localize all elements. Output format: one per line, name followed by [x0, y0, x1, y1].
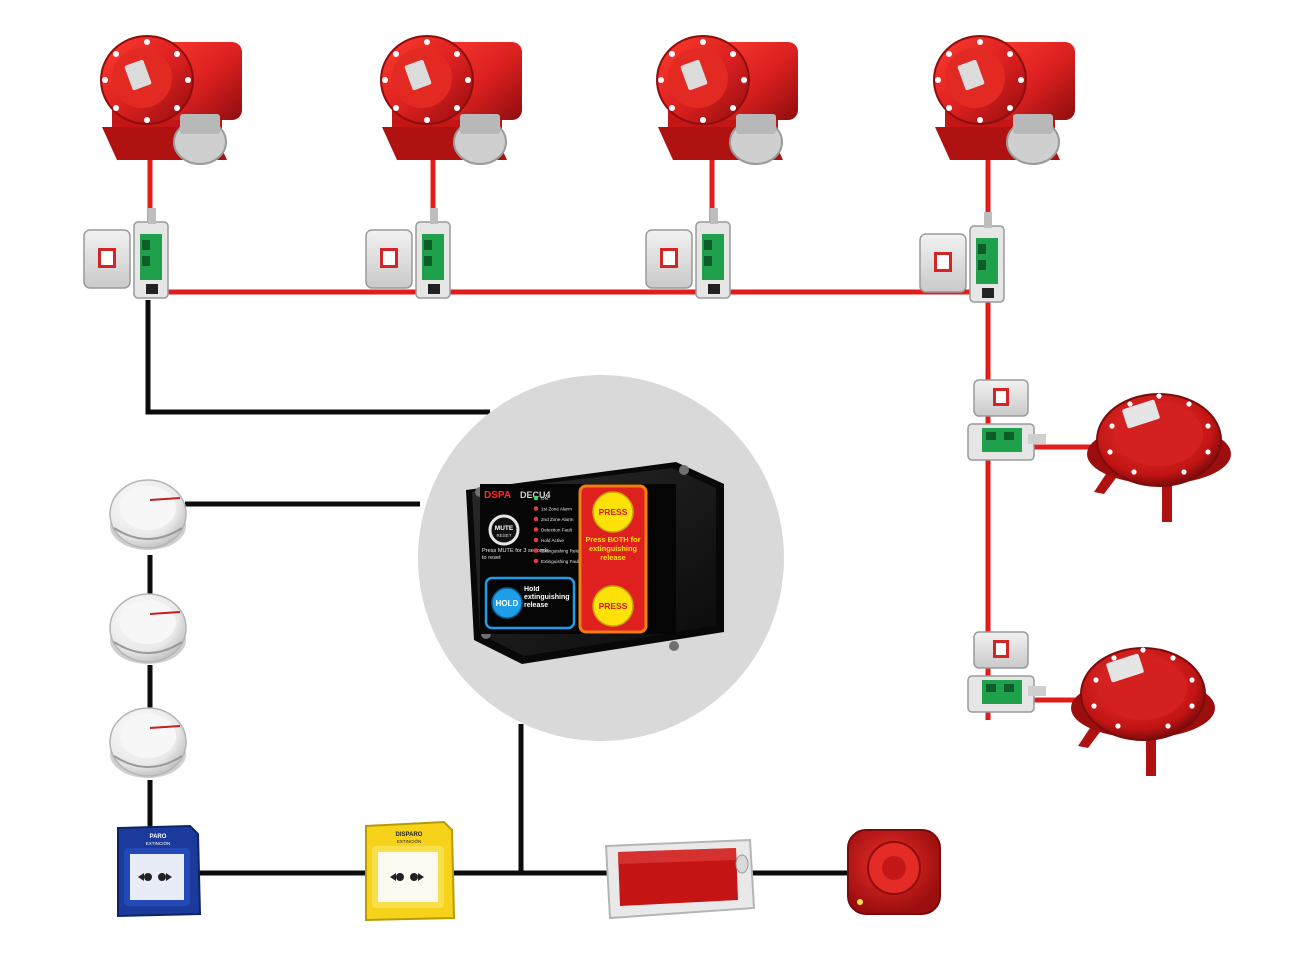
aerosol-generator-2	[380, 35, 523, 165]
activation-module-1	[83, 207, 169, 299]
activation-module-5	[967, 379, 1047, 461]
panel-faceplate: DSPA DECU4 MUTE RESET Press MUTE for 3 s…	[480, 484, 676, 634]
aerosol-generator-4	[933, 35, 1076, 165]
activation-module-6	[967, 631, 1047, 713]
wire-black-panel-to-modules	[145, 300, 490, 415]
led-label: Detection Fault	[541, 528, 573, 533]
led-label: ON	[541, 496, 548, 501]
smoke-detector-icon	[109, 593, 187, 665]
flash-beacon-icon	[735, 854, 749, 874]
reset-label: RESET	[496, 533, 511, 538]
activation-module-2	[365, 207, 451, 299]
panel-model: DECU4	[520, 490, 551, 500]
activation-module-icon	[365, 207, 451, 299]
hold-area	[484, 576, 576, 630]
smoke-detector-1	[109, 479, 187, 551]
blue-station-line1: PARO	[150, 834, 167, 840]
blue-station-line2: EXTINCIÓN	[146, 840, 171, 846]
aerosol-generator-icon	[933, 35, 1076, 165]
activation-module-icon	[645, 207, 731, 299]
disc-generator-icon	[1086, 392, 1232, 523]
blue-manual-station[interactable]: PARO EXTINCIÓN	[117, 824, 202, 918]
press-arrow-icon	[390, 873, 424, 881]
aerosol-generator-1	[100, 35, 243, 165]
led-indicator-icon	[533, 527, 539, 532]
wiring	[145, 160, 1098, 876]
mute-reset-button[interactable]	[488, 514, 520, 546]
led-label: 2nd Zone Alarm	[541, 517, 574, 522]
press-both-text: Press BOTH for extinguishing release	[585, 536, 641, 562]
yellow-manual-station[interactable]: DISPARO EXTINCIÓN	[365, 820, 456, 922]
disc-generator-2	[1070, 646, 1216, 777]
activation-module-4	[919, 211, 1005, 303]
led-indicator-icon	[533, 537, 539, 543]
sounder	[847, 829, 941, 915]
press-arrow-icon	[138, 873, 172, 881]
yellow-station-line1: DISPARO	[396, 832, 423, 838]
activation-module-3	[645, 207, 731, 299]
led-label: Hold Active	[541, 538, 564, 543]
activation-module-icon	[967, 379, 1047, 461]
aerosol-generator-icon	[380, 35, 523, 165]
panel-brand: DSPA	[484, 490, 511, 501]
activation-module-icon	[967, 631, 1047, 713]
smoke-detector-icon	[109, 479, 187, 551]
led-indicator-icon	[533, 516, 539, 522]
aerosol-generator-3	[656, 35, 799, 165]
yellow-station-line2: EXTINCIÓN	[397, 838, 422, 844]
activation-module-icon	[83, 207, 169, 299]
activation-module-icon	[919, 211, 1005, 303]
led-indicator-icon	[533, 558, 539, 564]
press-button-top[interactable]	[592, 491, 634, 533]
aerosol-generator-icon	[100, 35, 243, 165]
press-bottom-label: PRESS	[599, 601, 628, 611]
smoke-detector-2	[109, 593, 187, 665]
led-label: Extinguishing Release	[541, 549, 587, 554]
aerosol-generator-icon	[656, 35, 799, 165]
disc-generator-1	[1086, 392, 1232, 523]
press-top-label: PRESS	[599, 507, 628, 517]
mute-label: MUTE	[495, 525, 514, 532]
hold-button-label: HOLD	[496, 599, 519, 608]
press-button-bottom[interactable]	[592, 585, 634, 627]
flash-beacon	[604, 838, 756, 920]
led-indicator-icon	[533, 548, 539, 553]
led-indicator-list: ON 1st Zone Alarm 2nd Zone AlarmDetection …	[533, 495, 587, 564]
smoke-detector-icon	[109, 707, 187, 779]
smoke-detector-3	[109, 707, 187, 779]
hold-text: Hold extinguishing release	[524, 586, 570, 610]
led-label: 1st Zone Alarm	[541, 507, 572, 512]
led-indicator-icon	[533, 506, 539, 511]
hold-button[interactable]	[491, 587, 523, 619]
led-label: Extinguishing Fault	[541, 559, 581, 564]
mute-hint: Press MUTE for 3 seconds to reset	[482, 548, 549, 561]
led-indicator-icon	[533, 495, 539, 501]
disc-generator-icon	[1070, 646, 1216, 777]
control-panel: DSPA DECU4 MUTE RESET Press MUTE for 3 s…	[466, 462, 724, 664]
